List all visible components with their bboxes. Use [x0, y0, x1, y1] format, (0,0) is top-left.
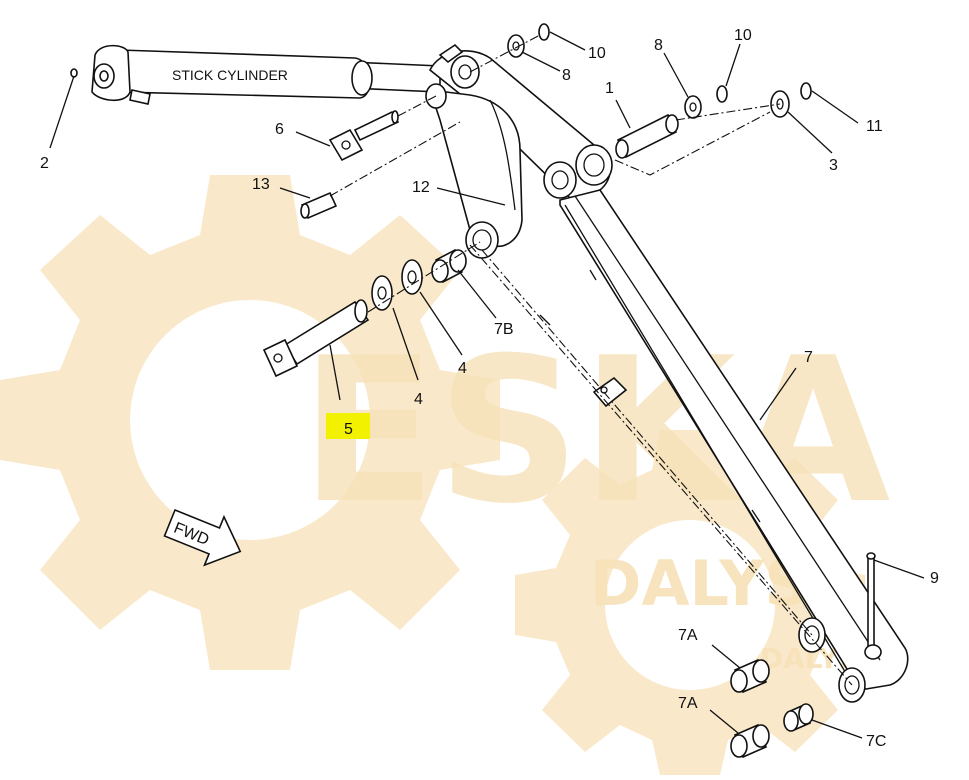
part-7c-bushing — [783, 703, 814, 732]
callout-4-lower: 4 — [414, 391, 423, 408]
callout-7a-lower: 7A — [678, 695, 698, 712]
part-7b-bushing — [431, 248, 467, 284]
part-10-snap-rings — [538, 23, 728, 103]
callout-8-left: 8 — [562, 67, 571, 84]
callout-10-left: 10 — [588, 45, 606, 62]
callout-1: 1 — [605, 80, 614, 97]
callout-2: 2 — [40, 155, 49, 172]
part-6-lock-plate — [328, 110, 400, 162]
part-2-bolt — [70, 68, 78, 78]
callout-11: 11 — [866, 118, 883, 135]
callout-6: 6 — [275, 121, 284, 138]
callout-7c: 7C — [866, 733, 886, 750]
callout-5-highlight — [326, 413, 370, 439]
callout-12: 12 — [412, 179, 430, 196]
callout-7b: 7B — [494, 321, 514, 338]
callout-7a-upper: 7A — [678, 627, 698, 644]
stick-cylinder: STICK CYLINDER — [91, 44, 441, 105]
leader-lines — [49, 31, 925, 739]
stick-arm — [425, 43, 909, 703]
callout-7: 7 — [804, 349, 813, 366]
part-4-washers — [371, 259, 423, 311]
callout-9: 9 — [930, 570, 939, 587]
assembly-lines — [329, 34, 853, 686]
part-8-washers — [507, 34, 702, 119]
callout-3: 3 — [829, 157, 838, 174]
part-1-pin — [615, 113, 679, 159]
cylinder-label: STICK CYLINDER — [172, 67, 288, 83]
part-13-pin — [300, 191, 338, 220]
part-7a-bushings — [730, 658, 770, 759]
part-5-pin — [262, 299, 370, 378]
callout-13: 13 — [252, 176, 270, 193]
callout-labels: 2 1 3 4 4 5 6 7 7A 7A 7B 7C 8 8 9 10 10 … — [40, 27, 939, 750]
callout-10-right: 10 — [734, 27, 752, 44]
part-3-washer — [770, 82, 812, 118]
callout-4-upper: 4 — [458, 360, 467, 377]
callout-8-right: 8 — [654, 37, 663, 54]
callout-5: 5 — [344, 421, 353, 438]
